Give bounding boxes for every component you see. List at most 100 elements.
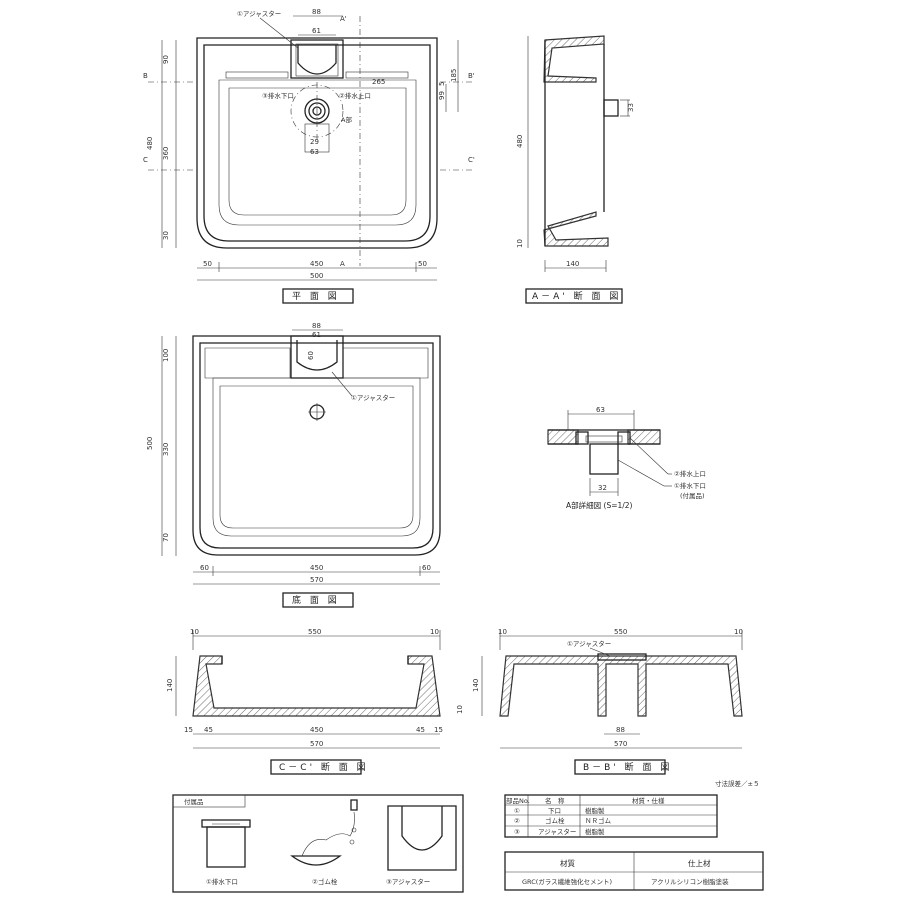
- accessories-title: 付属品: [184, 797, 204, 806]
- accessory-label-2: ②ゴム栓: [312, 877, 338, 886]
- bb-dim-10a: 10: [498, 628, 507, 636]
- bottom-dim-500: 500: [146, 437, 154, 450]
- plan-dim-63: 63: [310, 148, 319, 156]
- plan-dim-99: 99: [438, 91, 446, 100]
- bottom-dim-61: 61: [312, 331, 321, 339]
- aa-dim-140: 140: [566, 260, 579, 268]
- bottom-view: 88 61 60 ①アジャスター 500 100 330 70 60 450 6…: [146, 322, 441, 608]
- bottom-caption: 底 面 図: [292, 594, 340, 606]
- plan-dim-90: 90: [162, 55, 170, 64]
- detail-dim-63: 63: [596, 406, 605, 414]
- cc-dim-450: 450: [310, 726, 323, 734]
- plan-section-c-label: C: [143, 156, 148, 164]
- aa-dim-33: 33: [627, 103, 635, 112]
- plan-dim-50a: 50: [203, 260, 212, 268]
- parts-row1-spec: 樹脂製: [585, 806, 605, 815]
- parts-row3-name: アジャスター: [538, 827, 576, 836]
- cc-dim-140: 140: [166, 679, 174, 692]
- cc-dim-h10: 10: [456, 705, 464, 714]
- bottom-label-adjuster: ①アジャスター: [351, 393, 395, 402]
- parts-row2-no: ②: [514, 817, 520, 825]
- detail-label-drain-upper: ②排水上口: [674, 469, 706, 478]
- plan-dim-480: 480: [146, 137, 154, 150]
- plan-caption: 平 面 図: [292, 291, 340, 302]
- plan-dim-30: 30: [162, 231, 170, 240]
- plan-label-drain-upper: ②排水上口: [339, 91, 371, 100]
- bottom-dim-570: 570: [310, 576, 323, 584]
- section-aa-view: 33 480 10 140 A－A' 断 面 図: [516, 35, 635, 304]
- bb-dim-88: 88: [616, 726, 625, 734]
- parts-row3-no: ③: [514, 828, 520, 836]
- parts-table: 部品No. 名 称 材質・仕様 ① 下口 樹脂製 ② ゴム栓 ＮＲゴム ③ アジ…: [504, 794, 718, 838]
- finish-header: 仕上材: [688, 858, 711, 868]
- aa-dim-480: 480: [516, 135, 524, 148]
- bottom-dim-450: 450: [310, 564, 323, 572]
- accessory-label-3: ③アジャスター: [386, 877, 430, 886]
- plan-section-a-label: A': [340, 15, 347, 23]
- bottom-dim-60b: 60: [422, 564, 431, 572]
- parts-row3-spec: 樹脂製: [585, 827, 605, 836]
- bottom-dim-60a: 60: [200, 564, 209, 572]
- bb-dim-10b: 10: [734, 628, 743, 636]
- drain-pipe-icon: [201, 819, 251, 868]
- section-bb-view: 10 550 10 ①アジャスター 140 88 570 B－B' 断 面 図: [472, 628, 743, 775]
- detail-a-view: 63 32 ②排水上口 ①排水下口 (付属品) A部詳細図 (S=1/2): [547, 406, 706, 510]
- cc-dim-15a: 15: [184, 726, 193, 734]
- cc-dim-10b: 10: [430, 628, 439, 636]
- parts-row2-name: ゴム栓: [545, 816, 565, 825]
- plan-section-c2-label: C': [468, 156, 475, 164]
- bb-dim-550: 550: [614, 628, 627, 636]
- rubber-plug-chain-icon: [290, 799, 358, 866]
- cc-dim-45b: 45: [416, 726, 425, 734]
- plan-label-drain-lower: ③排水下口: [262, 91, 294, 100]
- bb-caption: B－B' 断 面 図: [583, 761, 672, 773]
- plan-label-adjuster: ①アジャスター: [237, 9, 281, 18]
- plan-section-b2-label: B': [468, 72, 475, 80]
- plan-dim-5: 5: [438, 82, 446, 86]
- detail-dim-32: 32: [598, 484, 607, 492]
- aa-caption: A－A' 断 面 図: [532, 290, 621, 302]
- aa-dim-10: 10: [516, 239, 524, 248]
- plan-view: A' A B B' C C' 88 61 ①アジャスター 480 90 360 …: [143, 8, 475, 304]
- material-header: 材質: [560, 858, 575, 868]
- bottom-dim-100: 100: [162, 349, 170, 362]
- plan-dim-265: 265: [372, 78, 385, 86]
- bb-label-adjuster: ①アジャスター: [567, 639, 611, 648]
- accessories-box: 付属品 ①排水下口 ②ゴム栓 ③アジャスター: [172, 794, 464, 893]
- finish-value: アクリルシリコン樹脂塗装: [651, 877, 729, 886]
- plan-label-part-a: A部: [341, 115, 352, 124]
- plan-dim-360: 360: [162, 147, 170, 160]
- plan-section-a-bottom-label: A: [340, 260, 345, 268]
- plan-dim-61: 61: [312, 27, 321, 35]
- parts-row2-spec: ＮＲゴム: [585, 816, 612, 825]
- cc-dim-15b: 15: [434, 726, 443, 734]
- parts-header-no: 部品No.: [506, 796, 530, 805]
- plan-dim-500: 500: [310, 272, 323, 280]
- plan-dim-50b: 50: [418, 260, 427, 268]
- parts-header-name: 名 称: [545, 796, 565, 805]
- cc-caption: C－C' 断 面 図: [279, 761, 369, 773]
- cc-dim-550: 550: [308, 628, 321, 636]
- adjuster-u-icon: [387, 805, 457, 871]
- detail-caption: A部詳細図 (S=1/2): [566, 500, 633, 510]
- bottom-dim-60: 60: [307, 351, 315, 360]
- section-cc-view: 10 550 10 140 10 15 45 450 45 15 570 C－C…: [166, 628, 464, 775]
- accessory-label-1: ①排水下口: [206, 877, 238, 886]
- parts-header-spec: 材質・仕様: [632, 796, 665, 805]
- material-table: 材質 仕上材 GRC(ガラス繊維強化セメント) アクリルシリコン樹脂塗装: [504, 851, 764, 891]
- plan-dim-29: 29: [310, 138, 319, 146]
- parts-row1-no: ①: [514, 807, 520, 815]
- parts-row1-name: 下口: [548, 807, 561, 815]
- plan-dim-88: 88: [312, 8, 321, 16]
- cc-dim-45a: 45: [204, 726, 213, 734]
- bb-dim-140: 140: [472, 679, 480, 692]
- plan-dim-185: 185: [450, 69, 458, 82]
- bottom-dim-70: 70: [162, 533, 170, 542]
- plan-section-b-label: B: [143, 72, 148, 80]
- material-value: GRC(ガラス繊維強化セメント): [522, 877, 612, 886]
- cc-dim-10a: 10: [190, 628, 199, 636]
- bottom-dim-330: 330: [162, 443, 170, 456]
- cc-dim-570: 570: [310, 740, 323, 748]
- plan-dim-450: 450: [310, 260, 323, 268]
